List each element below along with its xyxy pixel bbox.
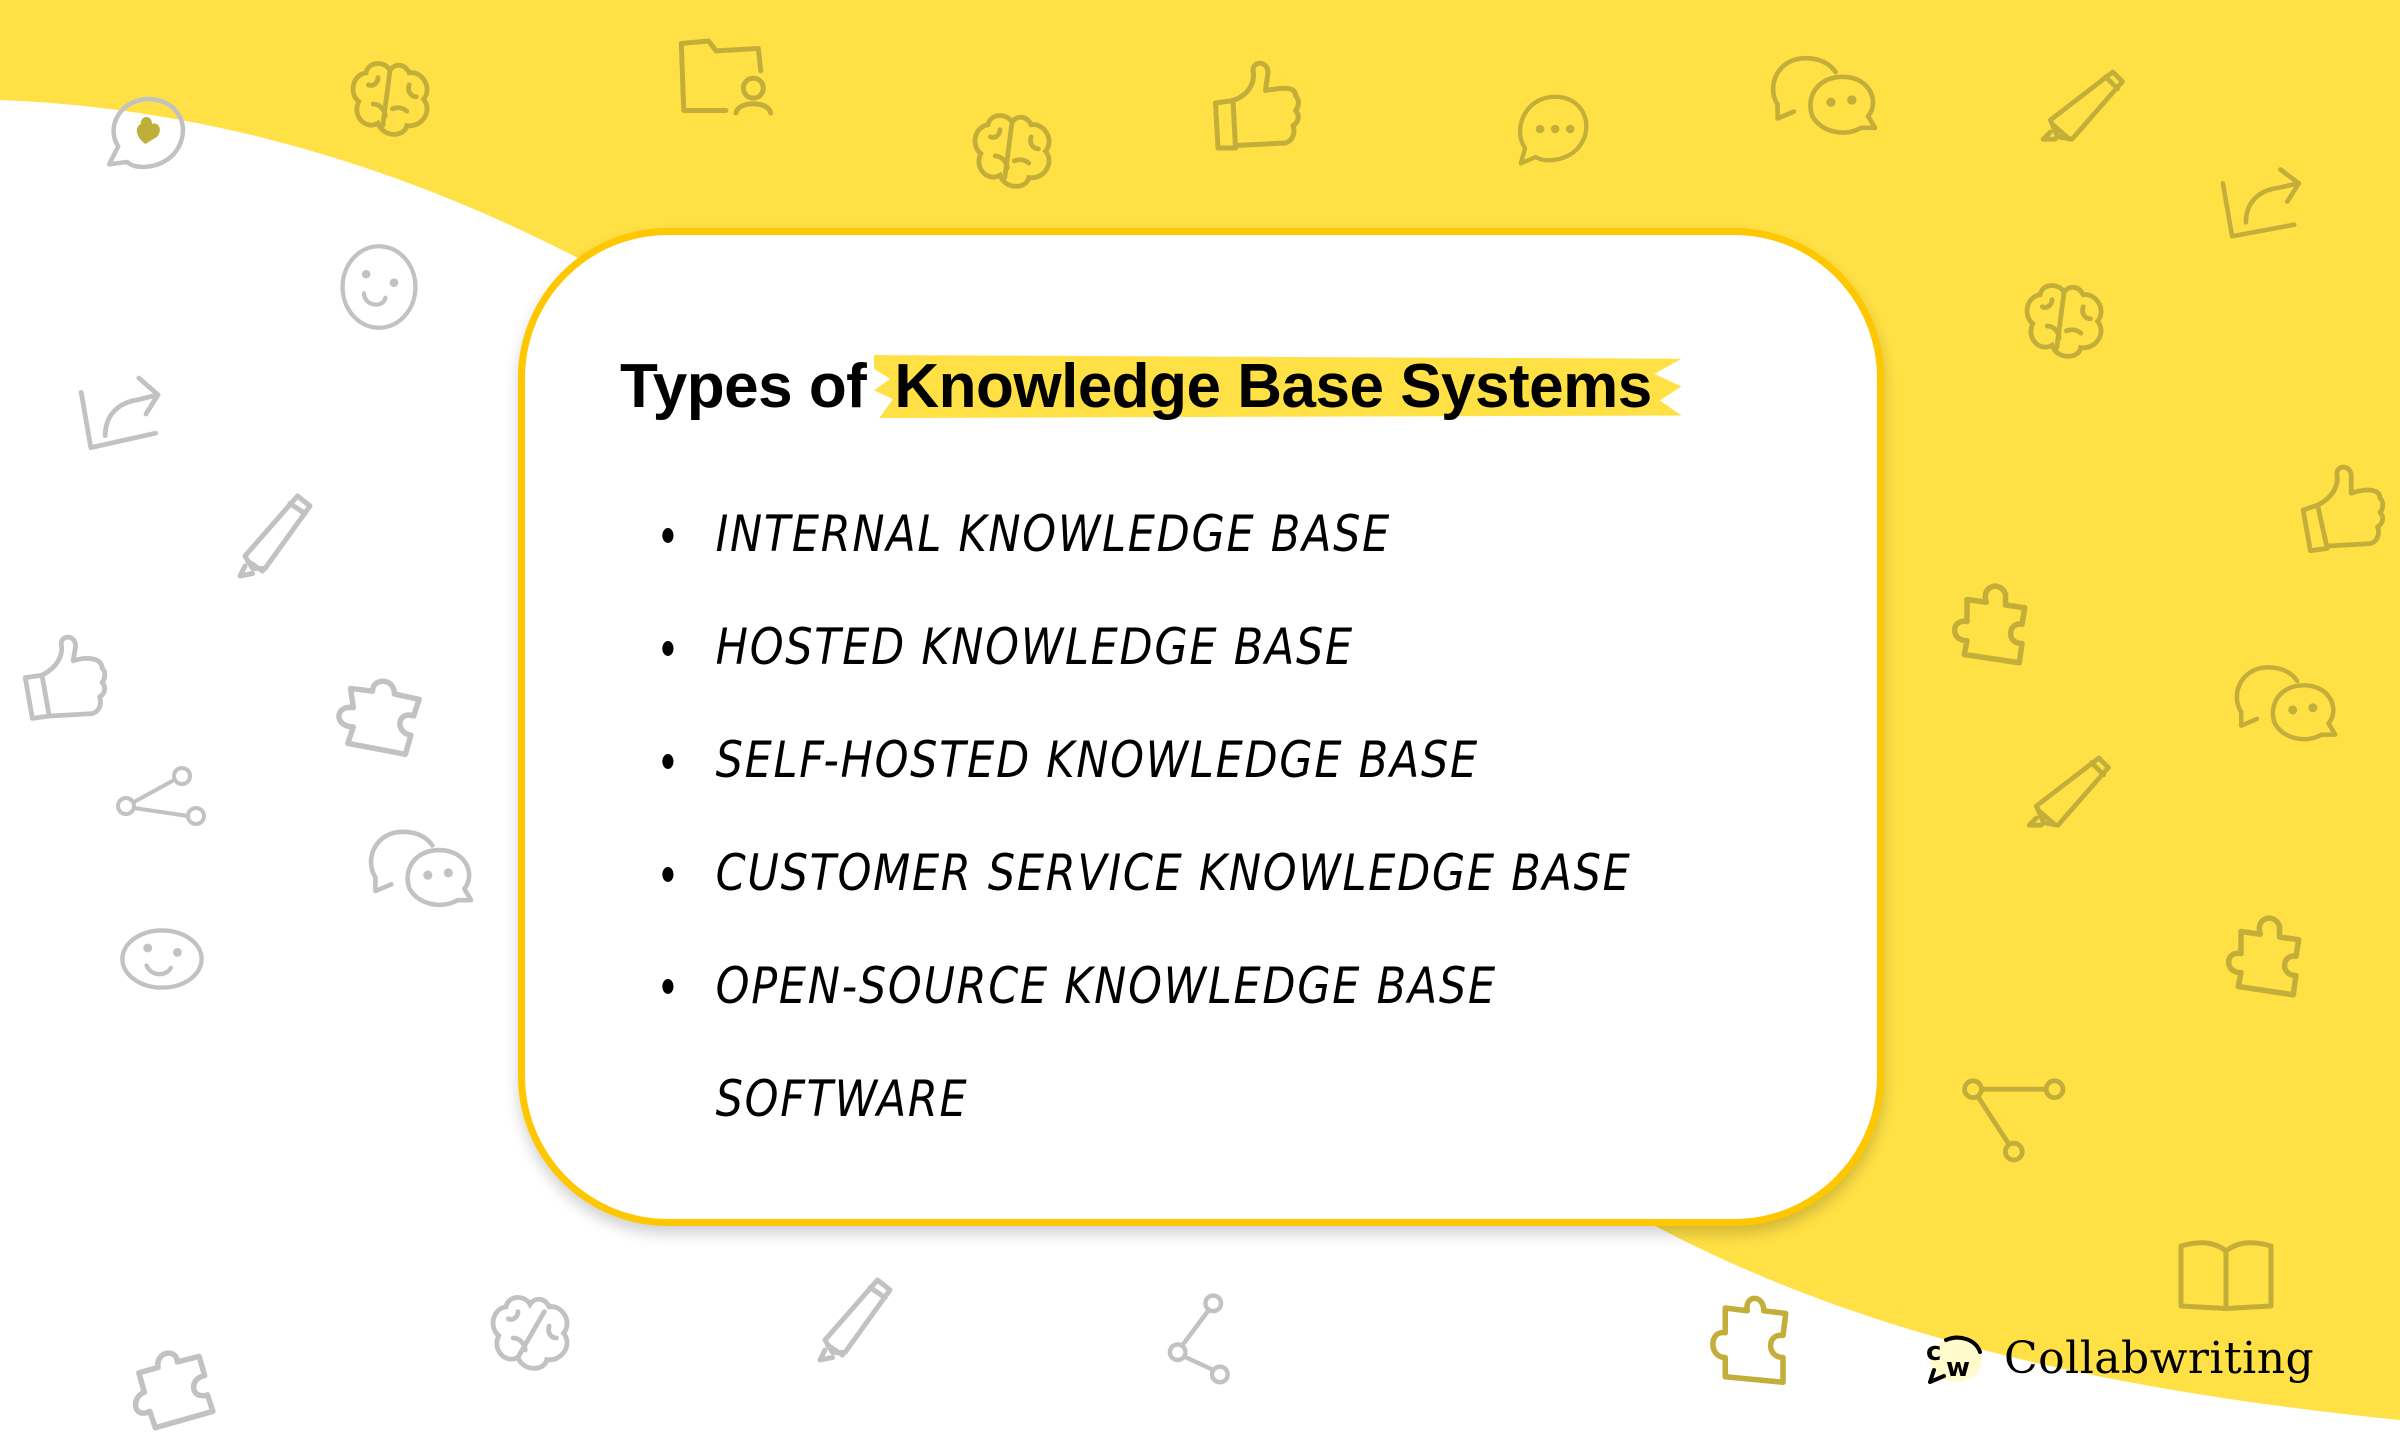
list-item-label: Customer service knowledge base — [715, 844, 1632, 902]
collabwriting-logo: c w Collabwriting — [1924, 1330, 2314, 1386]
svg-text:c: c — [1926, 1337, 1941, 1367]
collabwriting-logo-text: Collabwriting — [2004, 1332, 2315, 1384]
highlight-marker-shape — [874, 354, 1682, 418]
list-item: Customer service knowledge base — [652, 817, 1667, 930]
folder-user-icon — [676, 36, 776, 118]
pencil-icon — [810, 1270, 910, 1370]
smiley-icon — [118, 926, 206, 992]
puzzle-icon — [124, 1340, 236, 1432]
pencil-icon — [226, 486, 334, 586]
list-item-label: Hosted knowledge base — [715, 618, 1354, 676]
thumbs-up-icon — [18, 630, 114, 730]
chat-bubbles-icon — [1766, 46, 1882, 140]
chat-dots-icon — [1510, 86, 1596, 172]
list-item-label-continuation: software — [715, 1070, 969, 1128]
list-item: Internal knowledge base — [652, 478, 1667, 591]
brain-icon — [342, 56, 438, 152]
kb-types-list: Internal knowledge base Hosted knowledge… — [652, 478, 1832, 1156]
chat-bubbles-icon — [364, 820, 478, 912]
brain-icon — [2014, 278, 2114, 374]
list-item-label: Open-source knowledge base — [715, 957, 1497, 1015]
list-item-label: Self-hosted knowledge base — [715, 731, 1479, 789]
title-highlight: Knowledge Base Systems — [874, 351, 1682, 422]
thumbs-up-icon — [1208, 58, 1308, 158]
bullet-dot — [662, 866, 674, 882]
network-nodes-icon — [110, 766, 214, 826]
bullet-dot — [662, 979, 674, 994]
network-nodes-icon — [1960, 1070, 2070, 1166]
bullet-dot — [662, 753, 674, 769]
list-item: Hosted knowledge base — [652, 591, 1667, 704]
puzzle-icon — [1944, 572, 2056, 682]
puzzle-icon — [322, 672, 434, 768]
thumbs-up-icon — [2296, 460, 2392, 560]
list-item: Open-source knowledge base software — [652, 930, 1667, 1156]
svg-text:w: w — [1946, 1353, 1970, 1383]
bullet-dot — [662, 640, 674, 656]
pencil-icon — [2036, 60, 2132, 156]
puzzle-icon — [1706, 1286, 1816, 1396]
network-nodes-icon — [1164, 1290, 1258, 1390]
brain-icon — [962, 108, 1062, 204]
collabwriting-logo-icon: c w — [1926, 1335, 1982, 1384]
title-plain-text: Types of — [620, 351, 867, 421]
book-icon — [2176, 1236, 2276, 1316]
chat-bubbles-icon — [2230, 654, 2342, 748]
smiley-icon — [336, 242, 422, 332]
brain-icon — [480, 1290, 580, 1386]
pencil-icon — [2022, 746, 2118, 842]
list-item: Self-hosted knowledge base — [652, 704, 1667, 817]
share-arrow-icon — [72, 366, 172, 462]
share-arrow-icon — [2216, 156, 2308, 252]
title-highlight-text: Knowledge Base Systems — [894, 351, 1652, 421]
list-item-label: Internal knowledge base — [715, 505, 1392, 563]
page-title: Types of Knowledge Base Systems — [620, 336, 1682, 436]
puzzle-icon — [2218, 904, 2330, 1014]
chat-heart-icon — [100, 90, 195, 180]
bullet-dot — [662, 527, 674, 543]
